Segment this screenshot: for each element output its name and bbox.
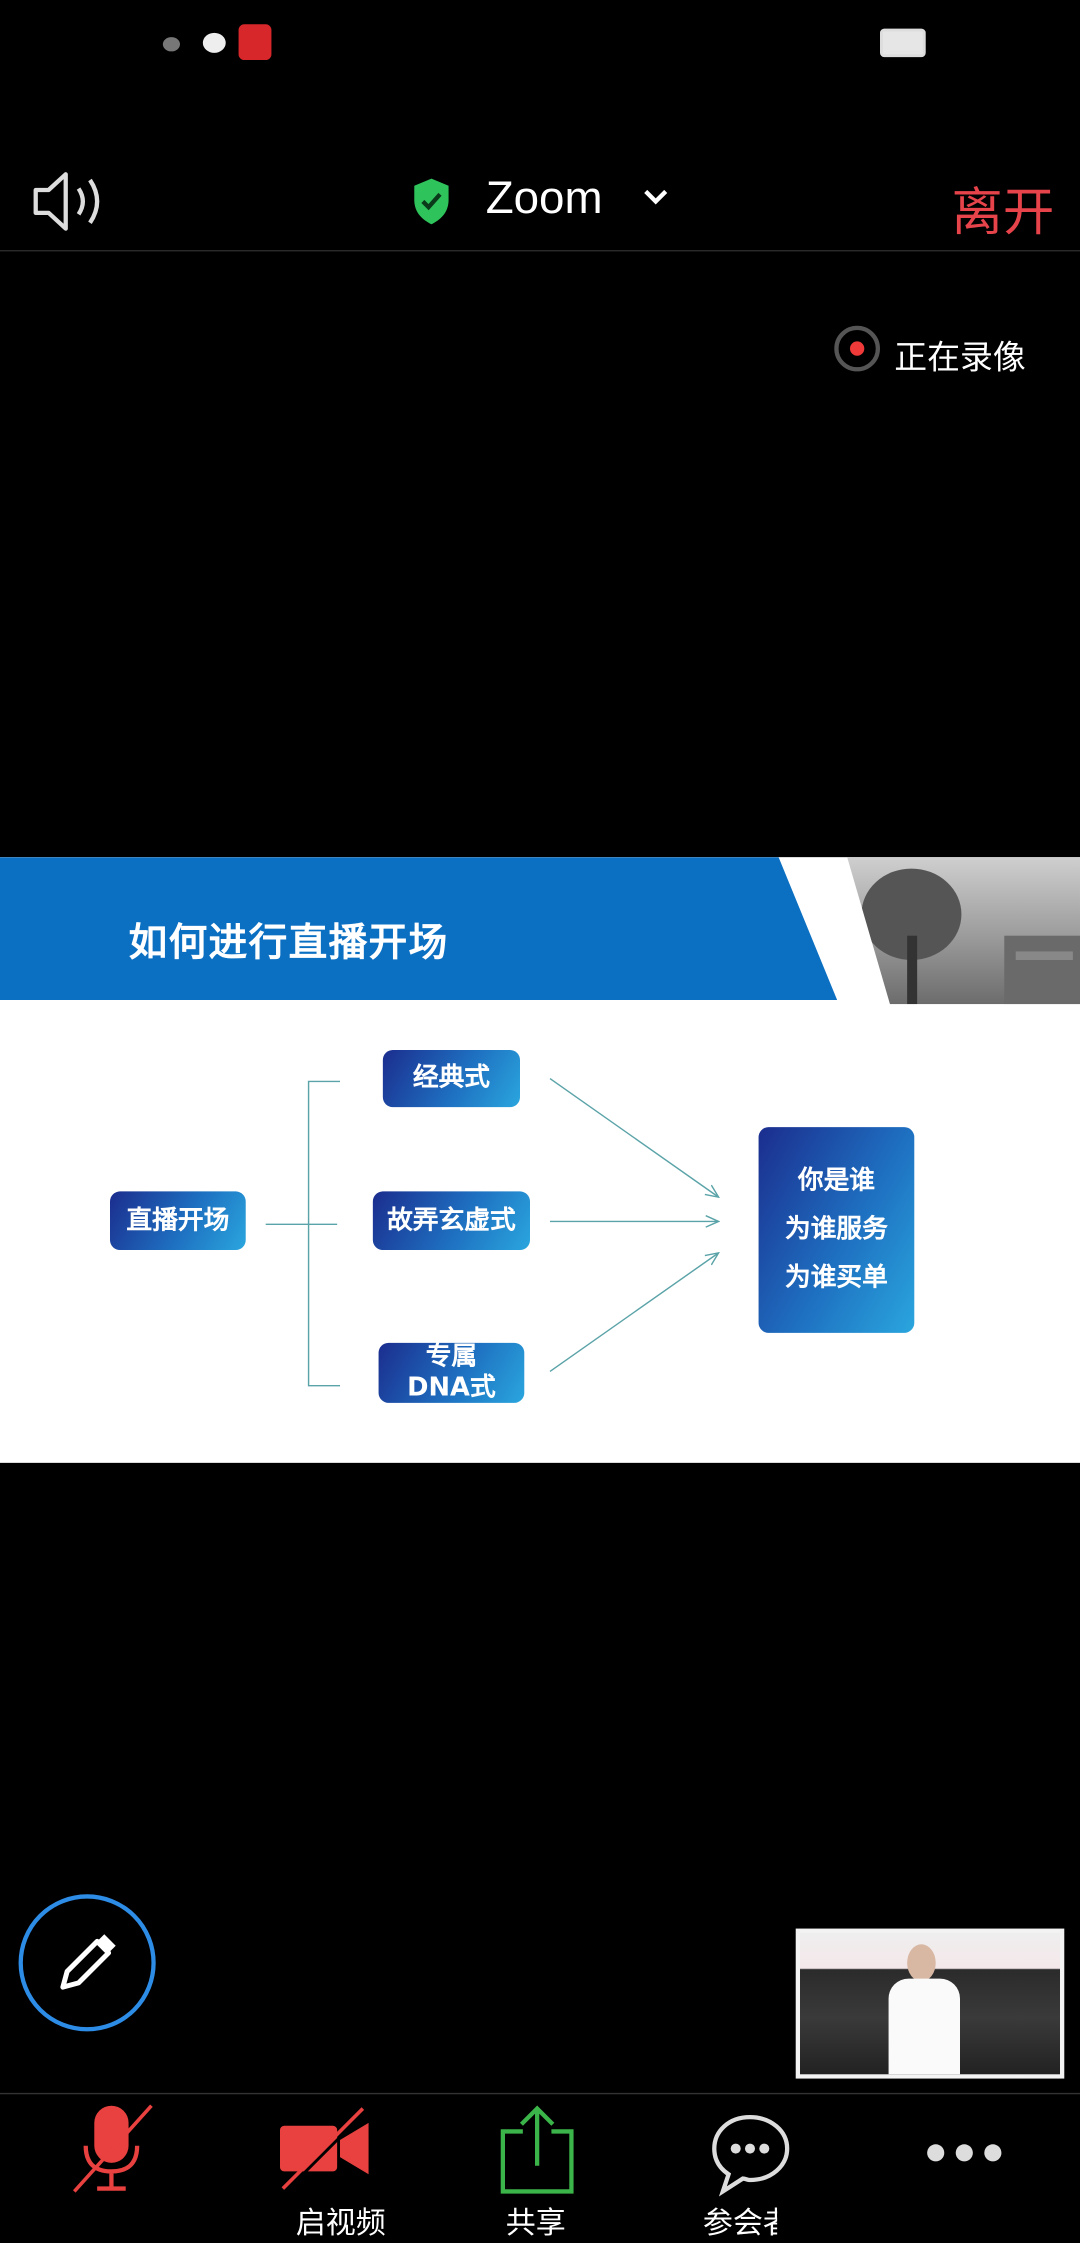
more-button[interactable] (921, 2131, 1007, 2174)
slide-title: 如何进行直播开场 (128, 921, 449, 966)
diagram-connectors (265, 1077, 1080, 1387)
start-video-label: 启视频 (295, 2205, 386, 2240)
slide-header-band (0, 857, 838, 1000)
target-line: 为谁买单 (784, 1262, 888, 1293)
mute-button[interactable] (69, 2100, 155, 2194)
more-dots-icon (927, 2144, 1002, 2162)
microphone-muted-icon (72, 2104, 153, 2193)
arrow-1 (549, 1077, 719, 1198)
status-icon (162, 37, 180, 52)
shield-check-icon[interactable] (411, 177, 451, 231)
speaker-icon[interactable] (31, 169, 105, 235)
topbar-divider (0, 249, 1080, 252)
pencil-icon (60, 1934, 116, 1990)
share-icon (500, 2105, 574, 2194)
slide-photo (847, 857, 1080, 1005)
notification-icon (238, 24, 272, 60)
status-icon (202, 32, 226, 53)
shared-screen-slide: 如何进行直播开场 直播开场 经典式 故弄玄虚式 专属DNA式 你是谁 为谁服务 … (0, 857, 1080, 1463)
video-thumbnail[interactable] (795, 1928, 1065, 2079)
chevron-down-icon[interactable] (643, 186, 669, 213)
branch-node: 经典式 (382, 1049, 520, 1108)
branch-node: 故弄玄虚式 (372, 1191, 530, 1250)
meeting-title[interactable]: Zoom (485, 171, 603, 223)
share-label: 共享 (505, 2205, 566, 2240)
target-node: 你是谁 为谁服务 为谁买单 (758, 1127, 915, 1333)
arrow-3 (549, 1253, 719, 1373)
annotate-button[interactable] (18, 1894, 156, 2032)
branch-node: 专属DNA式 (378, 1341, 525, 1403)
battery-icon (879, 28, 926, 58)
root-node: 直播开场 (109, 1191, 246, 1250)
record-icon (834, 325, 880, 372)
leave-button[interactable]: 离开 (951, 184, 1055, 243)
participants-label: 参会者 (702, 2205, 777, 2240)
target-line: 你是谁 (797, 1165, 875, 1196)
chat-bubble-icon (712, 2114, 790, 2197)
toolbar-divider (0, 2092, 1080, 2095)
recording-label: 正在录像 (894, 339, 1026, 378)
target-line: 为谁服务 (784, 1214, 888, 1245)
video-camera-muted-icon (279, 2107, 369, 2190)
bracket-line (307, 1080, 340, 1387)
